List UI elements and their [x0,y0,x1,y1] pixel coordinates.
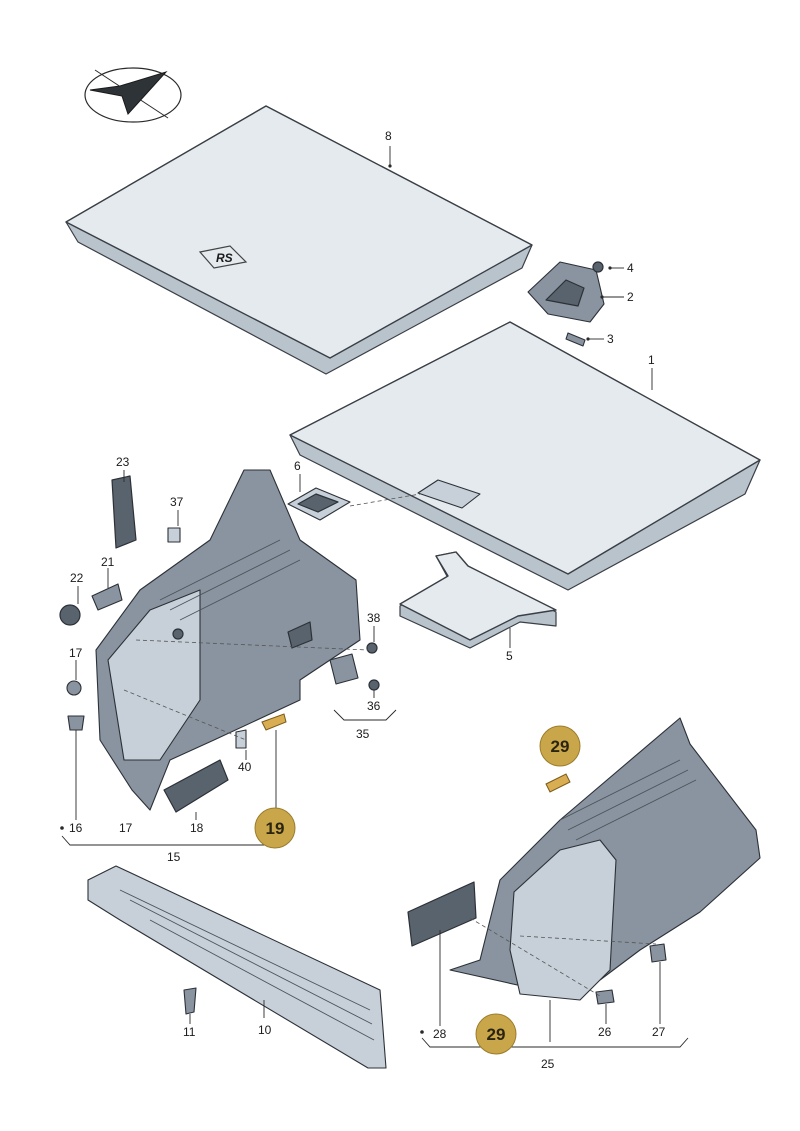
label-17b: 17 [119,821,133,835]
label-15: 15 [167,850,181,864]
left-fasteners [59,475,380,749]
label-22: 22 [70,571,84,585]
label-27: 27 [652,1025,666,1039]
label-23: 23 [116,455,130,469]
label-18: 18 [190,821,204,835]
sill-panel [87,865,387,1069]
assembly-lines [123,493,657,997]
callout-19: 19 [254,807,296,849]
label-36: 36 [367,699,381,713]
rs-logo-text: RS [216,251,233,265]
callout-29-top-text: 29 [551,737,570,756]
clip-29-highlight [545,773,571,793]
checkmark-ellipse-icon [84,67,182,123]
label-6: 6 [294,459,301,473]
label-1: 1 [648,353,655,367]
left-side-trim [95,469,361,813]
label-37: 37 [170,495,184,509]
floor-piece [399,551,557,649]
callout-19-text: 19 [266,819,285,838]
clip-19-highlight [261,713,287,731]
label-17a: 17 [69,646,83,660]
handle-frame [287,487,351,521]
label-26: 26 [598,1025,612,1039]
label-5: 5 [506,649,513,663]
load-floor-upper: RS [65,105,533,375]
label-8: 8 [385,129,392,143]
load-floor-main [289,321,761,591]
label-35: 35 [356,727,370,741]
callout-29-bottom-text: 29 [487,1025,506,1044]
label-40: 40 [238,760,252,774]
label-4: 4 [627,261,634,275]
label-11: 11 [183,1025,196,1039]
callout-29-bottom: 29 [475,1013,517,1055]
label-38: 38 [367,611,381,625]
label-3: 3 [607,332,614,346]
part-labels: 8 4 2 3 1 5 6 23 37 21 22 17 38 36 35 40… [69,129,666,1071]
label-16: 16 [69,821,83,835]
bracket-assembly [527,261,605,347]
callout-29-top: 29 [539,725,581,767]
label-21: 21 [101,555,115,569]
label-2: 2 [627,290,634,304]
right-side-trim [407,717,761,1005]
label-10: 10 [258,1023,272,1037]
label-28: 28 [433,1027,447,1041]
label-25: 25 [541,1057,555,1071]
